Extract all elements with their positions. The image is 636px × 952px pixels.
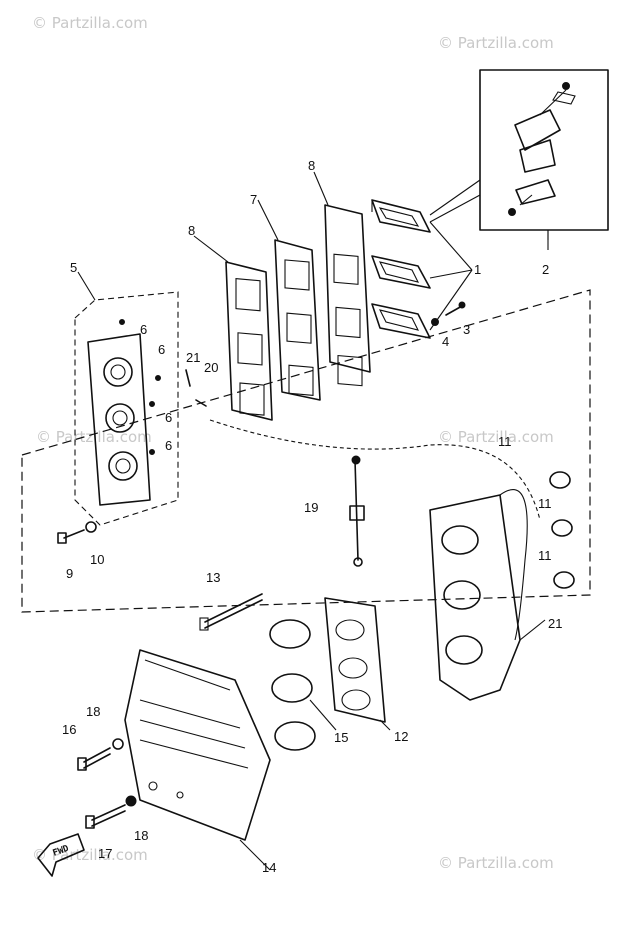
reed-valve-bottom [371, 303, 431, 339]
callout-11-b: 11 [538, 496, 552, 511]
callout-13: 13 [206, 570, 220, 585]
o-rings-11 [549, 471, 575, 589]
bolt-3-and-washer-4 [431, 301, 466, 326]
callout-3: 3 [463, 322, 470, 337]
callout-1: 1 [474, 262, 481, 277]
callout-6-c: 6 [165, 410, 172, 425]
callout-11-c: 11 [538, 548, 552, 563]
callout-10: 10 [90, 552, 104, 567]
gasket-8-right [324, 204, 371, 387]
reed-valve-middle [371, 255, 431, 289]
callout-7: 7 [250, 192, 257, 207]
bolt-16 [77, 738, 124, 771]
callout-18-top: 18 [86, 704, 100, 719]
callout-20: 20 [204, 360, 218, 375]
leader-lines [77, 171, 549, 871]
gasket-12 [324, 597, 386, 723]
callout-17: 17 [98, 846, 112, 861]
reed-valve-detail-box [429, 69, 609, 240]
intake-manifold [209, 419, 541, 701]
choke-link-rod [349, 455, 365, 567]
callout-2: 2 [542, 262, 549, 277]
callout-8-left: 8 [188, 223, 195, 238]
bolt-9 [57, 521, 97, 544]
carburetor-plate-assembly [74, 291, 179, 526]
callout-14: 14 [262, 860, 276, 875]
callout-16: 16 [62, 722, 76, 737]
callout-labels: 1 2 3 4 5 6 6 6 6 7 8 8 9 10 11 11 11 12… [62, 158, 562, 875]
gaskets-15 [269, 619, 316, 751]
callout-5: 5 [70, 260, 77, 275]
callout-15: 15 [334, 730, 348, 745]
callout-12: 12 [394, 729, 408, 744]
callout-6-b: 6 [158, 342, 165, 357]
watermark-group: © Partzilla.com © Partzilla.com © Partzi… [32, 14, 554, 872]
bolt-13 [199, 593, 263, 631]
silencer-cover [124, 649, 271, 841]
callout-21-right: 21 [548, 616, 562, 631]
gasket-7 [274, 239, 321, 401]
dowel-pins [119, 319, 207, 455]
gasket-8-left [225, 261, 273, 421]
callout-6-d: 6 [165, 438, 172, 453]
watermark-bottom-left: © Partzilla.com [32, 846, 148, 864]
callout-9: 9 [66, 566, 73, 581]
callout-11-a: 11 [498, 434, 512, 449]
callout-8-right: 8 [308, 158, 315, 173]
callout-21-left: 21 [186, 350, 200, 365]
callout-18-bottom: 18 [134, 828, 148, 843]
watermark-top-right: © Partzilla.com [438, 34, 554, 52]
bolt-17 [85, 795, 137, 829]
watermark-bottom-right: © Partzilla.com [438, 854, 554, 872]
callout-19: 19 [304, 500, 318, 515]
callout-4: 4 [442, 334, 449, 349]
reed-valve-top [371, 199, 431, 233]
callout-6-a: 6 [140, 322, 147, 337]
assembly-boundary [21, 289, 591, 613]
watermark-top-left: © Partzilla.com [32, 14, 148, 32]
reed-valve-assemblies [371, 199, 473, 339]
watermark-mid-right: © Partzilla.com [438, 428, 554, 446]
